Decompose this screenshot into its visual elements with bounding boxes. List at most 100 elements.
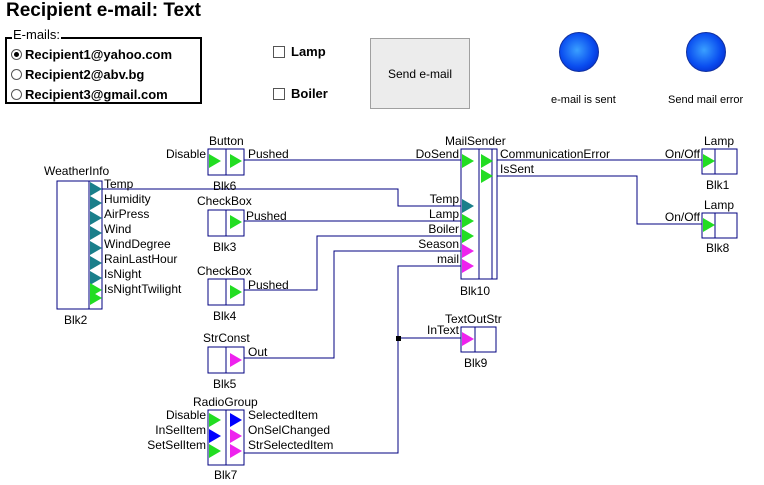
checkbox-lamp[interactable]: Lamp (273, 44, 326, 59)
checkbox1-title: CheckBox (197, 194, 252, 208)
pin-label: Temp (430, 192, 460, 206)
pin-label: OnSelChanged (248, 423, 330, 437)
pin-bool-icon (462, 214, 474, 228)
wire-temp (102, 188, 461, 207)
checkbox-label: Boiler (291, 86, 328, 101)
checkbox1-name: Blk3 (213, 240, 237, 254)
pin-analog-icon (90, 182, 102, 196)
send-error-caption: Send mail error (668, 94, 744, 106)
pin-label: Wind (104, 222, 131, 236)
radio-label: Recipient3@gmail.com (25, 87, 168, 102)
pin-label: CommunicationError (500, 147, 610, 161)
button-name: Blk6 (213, 179, 237, 193)
pin-analog-icon (90, 226, 102, 240)
pin-label: IsNight (104, 267, 142, 281)
checkbox-icon[interactable] (273, 88, 285, 100)
radio-icon[interactable] (11, 69, 22, 80)
pin-bool-icon (703, 218, 715, 232)
radiogroup-name: Blk7 (214, 468, 238, 482)
radio-label: Recipient1@yahoo.com (25, 47, 173, 62)
pin-label: SetSelItem (147, 438, 206, 452)
pin-analog-icon (90, 211, 102, 225)
email-sent-indicator-icon (559, 32, 599, 72)
radio-icon[interactable] (11, 89, 22, 100)
pin-bool-icon (703, 154, 715, 168)
wire-season (244, 250, 461, 359)
checkbox-label: Lamp (291, 44, 326, 59)
send-email-button[interactable]: Send e-mail (370, 38, 470, 109)
mailsender-name: Blk10 (460, 284, 490, 298)
pin-label: IsNightTwilight (104, 282, 182, 296)
pin-analog-icon (90, 241, 102, 255)
pin-analog-icon (462, 199, 474, 213)
textout-title: TextOutStr (445, 312, 502, 326)
radio-recipient-2[interactable]: Recipient2@abv.bg (11, 67, 144, 82)
pin-label: Pushed (248, 147, 289, 161)
pin-text-icon (462, 332, 474, 346)
pin-label: Humidity (104, 192, 151, 206)
pin-label: Pushed (248, 278, 289, 292)
pin-bool-icon (462, 154, 474, 168)
radio-selected-icon[interactable] (11, 49, 22, 60)
weatherinfo-title: WeatherInfo (44, 164, 109, 178)
pin-bool-icon (230, 215, 242, 229)
radiogroup-title: RadioGroup (193, 395, 258, 409)
pin-label: StrSelectedItem (248, 438, 333, 452)
lamp2-name: Blk8 (706, 241, 730, 255)
checkbox2-title: CheckBox (197, 264, 252, 278)
wire-boiler (244, 235, 461, 291)
wire-junction (396, 336, 401, 341)
pin-text-icon (230, 444, 242, 458)
pin-analog-icon (90, 271, 102, 285)
pin-bool-icon (481, 169, 493, 183)
strconst-title: StrConst (203, 331, 250, 345)
pin-label: Temp (104, 177, 134, 191)
pin-event-icon (230, 413, 242, 427)
pin-bool-icon (209, 154, 221, 168)
pin-label: Pushed (246, 209, 287, 223)
pin-event-icon (209, 429, 221, 443)
pin-label: Disable (166, 147, 206, 161)
pin-label: RainLastHour (104, 252, 177, 266)
lamp1-name: Blk1 (706, 178, 730, 192)
pin-label: Boiler (428, 222, 459, 236)
checkbox-icon[interactable] (273, 46, 285, 58)
radio-label: Recipient2@abv.bg (25, 67, 145, 82)
pin-label: On/Off (665, 147, 701, 161)
weatherinfo-name: Blk2 (64, 313, 88, 327)
pin-bool-icon (462, 229, 474, 243)
radio-recipient-3[interactable]: Recipient3@gmail.com (11, 87, 168, 102)
pin-bool-icon (481, 154, 493, 168)
email-sent-caption: e-mail is sent (551, 94, 616, 106)
lamp2-title: Lamp (704, 198, 734, 212)
pin-bool-icon (209, 444, 221, 458)
pin-bool-icon (230, 154, 242, 168)
pin-label: InSelItem (155, 423, 206, 437)
pin-label: AirPress (104, 207, 149, 221)
button-title: Button (209, 134, 244, 148)
pin-label: DoSend (416, 147, 459, 161)
pin-label: Out (248, 345, 268, 359)
pin-label: Lamp (429, 207, 459, 221)
send-error-indicator-icon (686, 32, 726, 72)
pin-label: On/Off (665, 210, 701, 224)
pin-text-icon (230, 353, 242, 367)
emails-groupbox (5, 37, 202, 104)
pin-text-icon (462, 244, 474, 258)
checkbox-boiler[interactable]: Boiler (273, 86, 328, 101)
strconst-name: Blk5 (213, 377, 237, 391)
pin-label: Disable (166, 408, 206, 422)
checkbox2-name: Blk4 (213, 309, 237, 323)
pin-bool-icon (230, 285, 242, 299)
pin-label: InText (427, 323, 460, 337)
emails-legend: E-mails: (12, 27, 61, 42)
wires (102, 159, 702, 454)
pin-label: mail (437, 252, 459, 266)
textout-name: Blk9 (464, 356, 488, 370)
pin-label: IsSent (500, 162, 535, 176)
radio-recipient-1[interactable]: Recipient1@yahoo.com (11, 47, 172, 62)
pin-bool-icon (209, 413, 221, 427)
lamp1-title: Lamp (704, 134, 734, 148)
mailsender-title: MailSender (445, 134, 506, 148)
